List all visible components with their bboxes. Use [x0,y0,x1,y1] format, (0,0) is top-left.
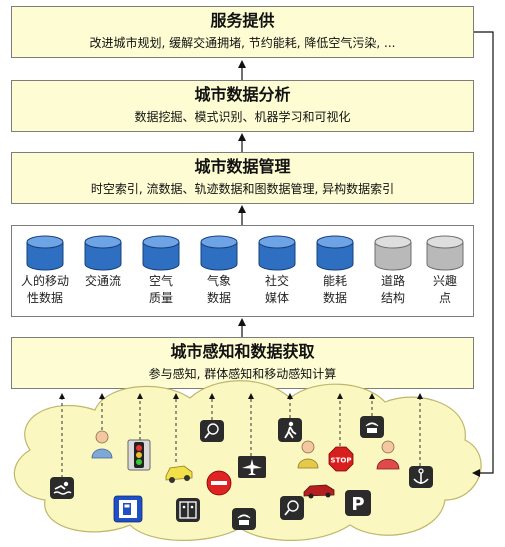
database-icon [26,235,64,271]
acquisition-title: 城市感知和数据获取 [170,342,315,361]
management-title: 城市数据管理 [194,157,291,176]
services-subtitle: 改进城市规划, 缓解交通拥堵, 节约能耗, 降低空气污染, ... [89,36,396,50]
data-source-poi: 兴趣 点 [416,234,474,306]
elevator-icon [176,498,200,522]
anchor-icon [409,466,433,488]
feedback-arrow [472,31,494,477]
acquisition-subtitle: 参与感知, 群体感知和移动感知计算 [148,367,337,381]
parking-icon: P [345,490,371,516]
data-source-label-1: 社交 [264,274,289,288]
data-source-social-media: 社交 媒体 [248,234,306,306]
data-source-label-2: 数据 [322,291,347,305]
data-source-human-mobility: 人的移动 性数据 [16,234,74,306]
data-source-label-1: 空气 [148,274,173,288]
signal-icon [360,416,384,438]
data-source-meteorology: 气象 数据 [190,234,248,306]
data-source-label-1: 人的移动 [20,274,69,288]
management-subtitle: 时空索引, 流数据、轨迹数据和图数据管理, 异构数据索引 [90,182,395,196]
person-icon [91,430,113,459]
data-source-traffic-flow: 交通流 [74,234,132,291]
database-icon [374,235,412,271]
data-source-label-1: 道路 [380,274,405,288]
person-icon [376,440,400,470]
analysis-title: 城市数据分析 [194,85,291,104]
stop-sign-icon: STOP [328,446,354,472]
management-layer: 城市数据管理 时空索引, 流数据、轨迹数据和图数据管理, 异构数据索引 [11,152,474,204]
person-icon [297,440,319,469]
database-icon [84,235,122,271]
database-icon [426,235,464,271]
pedestrian-icon [278,418,302,442]
data-source-label-2: 数据 [206,291,231,305]
no-entry-icon [206,470,232,496]
airplane-icon [238,456,266,478]
data-source-label-2: 性数据 [26,291,63,305]
swimmer-icon [50,477,74,499]
parking-text: P [351,494,364,515]
data-source-label-2: 结构 [380,291,405,305]
tennis-icon [280,496,304,520]
data-source-energy: 能耗 数据 [306,234,364,306]
analysis-subtitle: 数据挖掘、模式识别、机器学习和可视化 [134,110,351,124]
data-source-road-network: 道路 结构 [364,234,422,306]
database-icon [200,235,238,271]
stop-sign-text: STOP [331,457,352,465]
sensor-arrows [59,393,423,478]
traffic-light-icon [127,439,151,471]
tennis-icon [200,420,224,442]
data-source-label-1: 交通流 [84,274,121,288]
gas-station-icon [113,495,143,523]
services-title: 服务提供 [210,11,275,30]
car-icon [303,484,335,499]
services-layer: 服务提供 改进城市规划, 缓解交通拥堵, 节约能耗, 降低空气污染, ... [11,6,474,58]
database-icon [316,235,354,271]
data-source-air-quality: 空气 质量 [132,234,190,306]
data-source-label-1: 兴趣 [432,274,457,288]
data-source-label-1: 能耗 [322,274,347,288]
signal-icon [232,508,256,530]
database-icon [142,235,180,271]
database-icon [258,235,296,271]
taxi-icon [165,465,193,483]
data-source-label-2: 媒体 [264,291,289,305]
data-source-label-2: 质量 [148,291,173,305]
data-source-label-2: 点 [438,291,451,305]
data-sources-panel: 人的移动 性数据 交通流 空气 质量 气象 数据 社交 媒体 [11,225,474,317]
analysis-layer: 城市数据分析 数据挖掘、模式识别、机器学习和可视化 [11,80,474,132]
acquisition-layer: 城市感知和数据获取 参与感知, 群体感知和移动感知计算 [11,337,474,389]
data-source-label-1: 气象 [206,274,231,288]
